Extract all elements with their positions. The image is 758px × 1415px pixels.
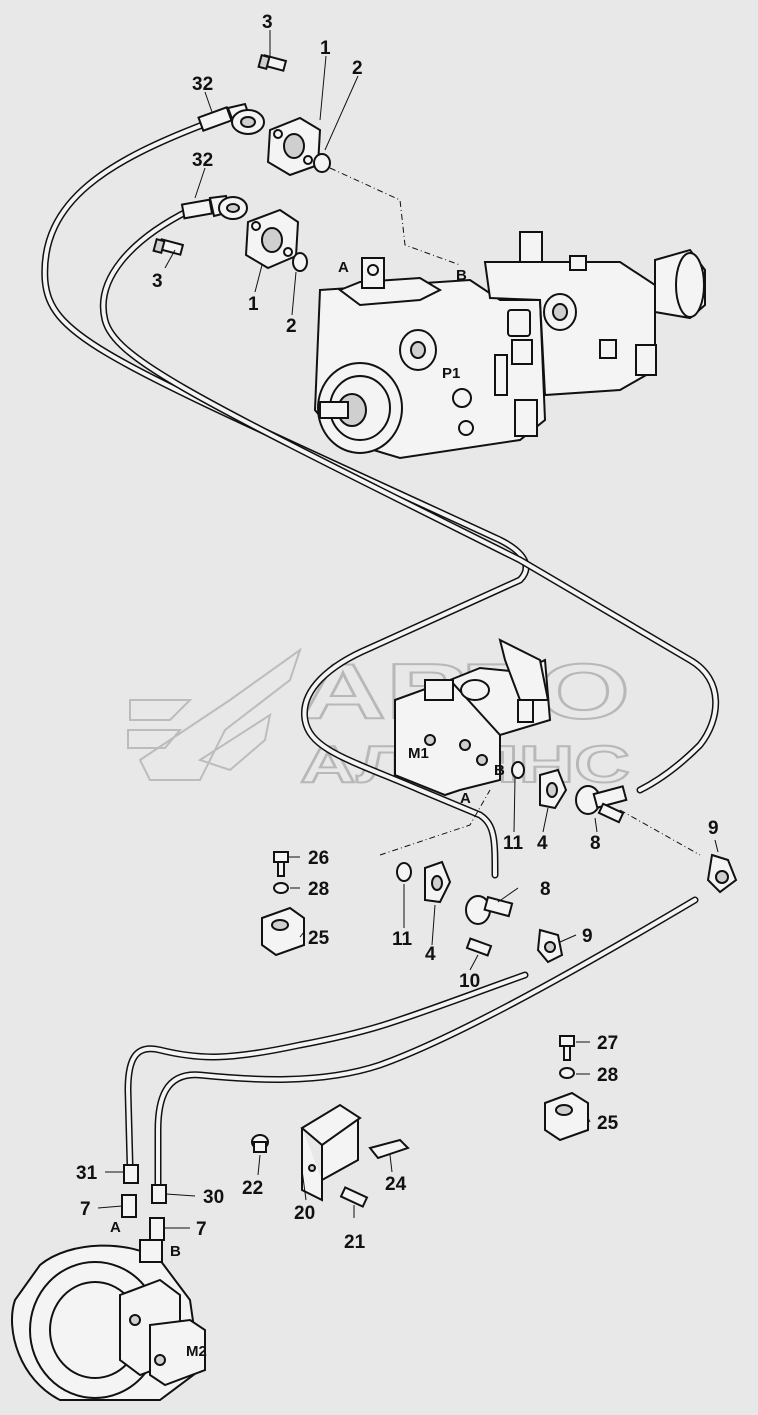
bolt-10[interactable] (465, 937, 493, 957)
bolt-lower[interactable] (152, 237, 185, 256)
block-24[interactable] (368, 1138, 410, 1160)
screw-27[interactable] (559, 1035, 575, 1061)
travel-motor-m2[interactable] (11, 1239, 206, 1401)
callout-4-left: 4 (425, 944, 436, 965)
adapter-7-left[interactable] (121, 1194, 137, 1218)
o-ring-upper[interactable] (313, 153, 331, 173)
hydraulic-pump-p1[interactable] (313, 257, 547, 460)
tee-fitting-right[interactable] (575, 785, 628, 824)
fitting-30[interactable] (151, 1184, 167, 1204)
callout-26: 26 (308, 848, 329, 869)
motor-valve-label: M1 (408, 745, 429, 762)
callout-3-top: 3 (262, 12, 273, 33)
hose-31 (124, 971, 529, 1169)
hydraulic-pump-secondary[interactable] (483, 231, 706, 397)
callout-24: 24 (385, 1174, 407, 1195)
leader-lines (97, 30, 719, 1229)
screw-21[interactable] (339, 1186, 369, 1208)
port-label-pump-a: A (338, 259, 349, 276)
adapter-7-right[interactable] (149, 1217, 165, 1241)
split-flange-upper[interactable] (266, 116, 322, 177)
port-label-pump-b: B (456, 267, 467, 284)
bracket-20[interactable] (300, 1103, 362, 1202)
o-ring-lower[interactable] (292, 252, 308, 272)
callout-3-mid: 3 (152, 271, 163, 292)
split-flange-lower[interactable] (244, 208, 300, 270)
callout-7-right: 7 (196, 1219, 207, 1240)
swivel-elbow-right[interactable] (706, 853, 738, 894)
callout-27: 27 (597, 1033, 618, 1054)
callout-4-right: 4 (537, 833, 548, 854)
callout-9-left: 9 (582, 926, 593, 947)
callout-30: 30 (203, 1187, 224, 1208)
callout-9-right: 9 (708, 818, 719, 839)
travel-motor-label: M2 (186, 1343, 207, 1360)
callout-2-top: 2 (352, 58, 363, 79)
callout-32-mid: 32 (192, 150, 213, 171)
callout-1-mid: 1 (248, 294, 259, 315)
port-label-motor-b: B (170, 1243, 181, 1260)
hose-30 (154, 896, 699, 1189)
bolt-upper[interactable] (257, 53, 288, 72)
port-label-motor-a: A (110, 1219, 121, 1236)
callout-20: 20 (294, 1203, 315, 1224)
callout-28-left: 28 (308, 879, 329, 900)
callout-8-left: 8 (540, 879, 551, 900)
elbow-left[interactable] (536, 928, 564, 964)
callout-1-top: 1 (320, 38, 331, 59)
motor-valve-block-m1[interactable] (394, 638, 552, 797)
callout-7-left: 7 (80, 1199, 91, 1220)
flange-adapter-right[interactable] (539, 768, 568, 810)
o-ring-right[interactable] (511, 761, 525, 779)
callout-25-left: 25 (308, 928, 330, 949)
fitting-31[interactable] (123, 1164, 139, 1184)
hose-end-fitting-lower[interactable] (180, 194, 248, 220)
watermark-logo (127, 647, 302, 781)
flange-adapter-left[interactable] (424, 860, 452, 904)
hose-32-inner-route (99, 206, 720, 794)
washer-28-right[interactable] (559, 1067, 575, 1079)
o-ring-left[interactable] (396, 862, 412, 882)
callout-2-mid: 2 (286, 316, 297, 337)
plug-22[interactable] (251, 1134, 269, 1153)
callout-11-right: 11 (503, 833, 524, 854)
clamp-25-left[interactable] (261, 906, 305, 957)
callout-11-left: 11 (392, 929, 413, 950)
washer-28-left[interactable] (273, 882, 289, 894)
callout-21: 21 (344, 1232, 366, 1253)
routing-guide-flange-top (329, 167, 461, 266)
callout-10: 10 (459, 971, 480, 992)
routing-guide-valve-right (619, 809, 701, 856)
callout-28-right: 28 (597, 1065, 618, 1086)
pump-label: P1 (442, 365, 460, 382)
port-label-valve-a: A (460, 790, 471, 807)
hose-end-fitting-upper[interactable] (197, 102, 265, 135)
hose-32-outer-route (41, 118, 530, 879)
routing-guide-valve-left (379, 789, 491, 856)
callout-32-top: 32 (192, 74, 213, 95)
callout-8-right: 8 (590, 833, 601, 854)
screw-26[interactable] (273, 851, 289, 877)
tee-fitting-left[interactable] (465, 895, 514, 925)
callout-22: 22 (242, 1178, 263, 1199)
callout-25-right: 25 (597, 1113, 619, 1134)
callout-31: 31 (76, 1163, 98, 1184)
port-label-valve-b: B (494, 762, 505, 779)
clamp-25-right[interactable] (544, 1091, 589, 1142)
